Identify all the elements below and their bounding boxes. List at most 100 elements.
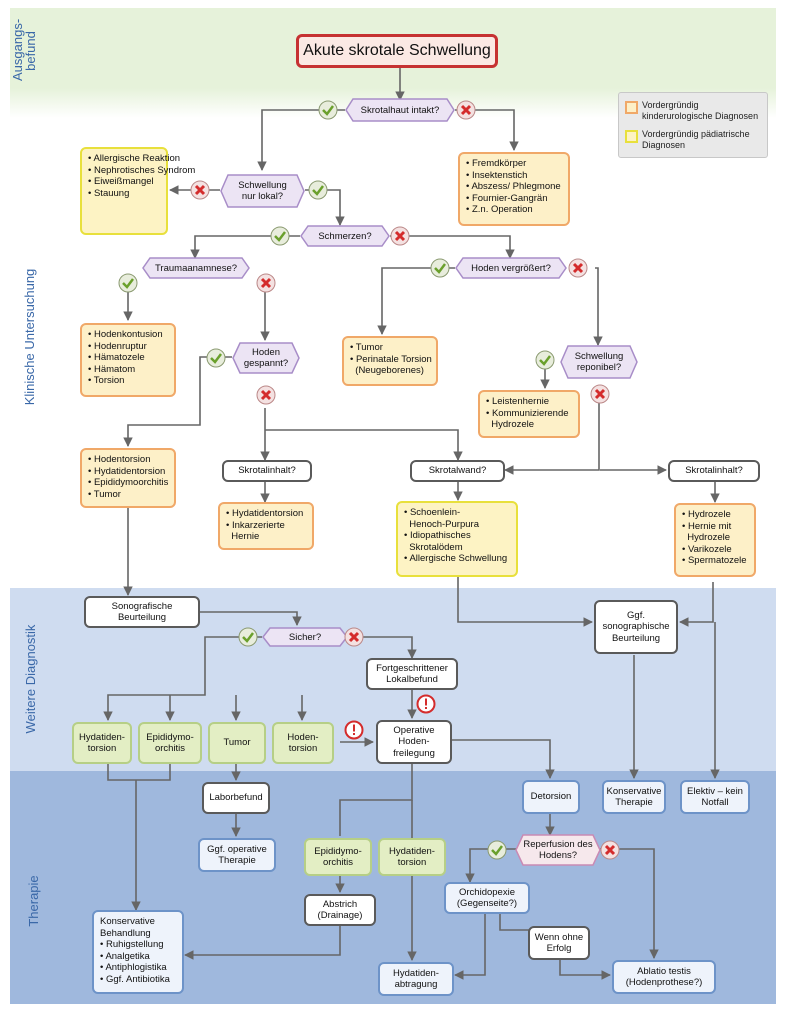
node-hydatidentorsion-liste: • Hydatidentorsion• Inkarzerierte Hernie (218, 502, 314, 550)
node-sonografische-beurteilung: Sonografische Beurteilung (84, 596, 200, 628)
node-wenn-ohne-erfolg: Wenn ohne Erfolg (528, 926, 590, 960)
node-therapie-hydatidentorsion: Hydatiden-torsion (378, 838, 446, 876)
node-hydatidenabtragung: Hydatiden-abtragung (378, 962, 454, 996)
list-item: • Nephrotisches Syndrom (88, 164, 196, 176)
list-item: • Varikozele (682, 543, 732, 555)
node-orchidopexie: Orchidopexie (Gegenseite?) (444, 882, 530, 914)
exclamation-icon (416, 694, 436, 714)
list-item: • Spermatozele (682, 555, 747, 566)
list-item: • Hodenruptur (88, 340, 147, 352)
check-icon (487, 840, 507, 860)
legend-yellow: Vordergründig pädiatrische Diagnosen (625, 129, 767, 151)
title-akute-skrotale-schwellung: Akute skrotale Schwellung (296, 34, 498, 68)
check-icon (238, 627, 258, 647)
cross-icon (190, 180, 210, 200)
list-item: • Analgetika (100, 950, 150, 962)
check-icon (430, 258, 450, 278)
cross-icon (256, 273, 276, 293)
node-ggf-operative-therapie: Ggf. operative Therapie (198, 838, 276, 872)
check-icon (118, 273, 138, 293)
node-ablatio-testis: Ablatio testis (Hodenprothese?) (612, 960, 716, 994)
list-item: • Stauung (88, 187, 130, 199)
node-elektiv: Elektiv – kein Notfall (680, 780, 750, 814)
list-item: • Hodenkontusion (88, 329, 163, 340)
list-item: Konservative (100, 916, 155, 927)
cross-icon (568, 258, 588, 278)
list-item: • Inkarzerierte (226, 519, 285, 531)
list-item: • Hydatidentorsion (88, 465, 166, 477)
list-item: • Epididymoorchitis (88, 477, 169, 488)
list-item: • Abszess/ Phlegmone (466, 181, 561, 192)
list-item: • Hämatozele (88, 352, 145, 363)
list-item: • Insektenstich (466, 169, 528, 181)
list-item: Skrotalödem (404, 541, 463, 553)
list-item: • Tumor (350, 342, 383, 353)
cross-icon (456, 100, 476, 120)
node-skrotalwand: Skrotalwand? (410, 460, 505, 482)
list-item: • Hämatom (88, 363, 136, 375)
question-schwellung-lokal: Schwellung nur lokal? (220, 174, 305, 208)
list-item: • Torsion (88, 375, 125, 386)
list-item: (Neugeborenes) (350, 365, 424, 376)
list-item: Hydrozele (682, 532, 731, 543)
legend-orange: Vordergründig kinderurologische Diagnose… (625, 100, 767, 122)
list-item: • Ruhigstellung (100, 939, 164, 950)
list-item: • Antiphlogistika (100, 962, 167, 973)
node-hodentorsion: Hoden-torsion (272, 722, 334, 764)
list-item: • Ggf. Antibiotika (100, 973, 170, 985)
cross-icon (590, 384, 610, 404)
list-item: • Leistenhernie (486, 396, 550, 407)
question-skrotalhaut: Skrotalhaut intakt? (345, 98, 455, 122)
question-hoden-gespannt: Hoden gespannt? (232, 342, 300, 374)
list-item: • Eiweißmangel (88, 176, 154, 187)
list-item: • Z.n. Operation (466, 204, 533, 215)
list-item: • Fremdkörper (466, 158, 527, 169)
list-item: • Allergische Schwellung (404, 553, 508, 564)
list-item: Henoch-Purpura (404, 518, 479, 530)
node-fremdkoerper: • Fremdkörper• Insektenstich• Abszess/ P… (458, 152, 570, 226)
node-epididymoorchitis: Epididymo-orchitis (138, 722, 202, 764)
node-skrotalinhalt-1: Skrotalinhalt? (222, 460, 312, 482)
list-item: • Allergische Reaktion (88, 153, 181, 164)
list-item: • Idiopathisches (404, 530, 471, 541)
list-item: • Hernie mit (682, 520, 732, 532)
node-abstrich: Abstrich (Drainage) (304, 894, 376, 926)
legend: Vordergründig kinderurologische Diagnose… (618, 92, 768, 158)
question-reperfusion: Reperfusion des Hodens? (515, 834, 601, 866)
exclamation-icon (344, 720, 364, 740)
list-item: • Hydrozele (682, 509, 731, 520)
list-item: Behandlung (100, 927, 151, 939)
list-item: • Hydatidentorsion (226, 508, 304, 519)
node-allergische-reaktion: • Allergische Reaktion• Nephrotisches Sy… (80, 147, 195, 235)
node-operative-hodenfreilegung: Operative Hoden-freilegung (376, 720, 452, 764)
list-item: • Schoenlein- (404, 507, 461, 518)
list-item: • Tumor (88, 488, 121, 500)
list-item: • Hodentorsion (88, 454, 151, 465)
check-icon (318, 100, 338, 120)
node-konservative-therapie: Konservative Therapie (602, 780, 666, 814)
node-laborbefund: Laborbefund (202, 782, 270, 814)
list-item: • Kommunizierende (486, 407, 569, 419)
list-item: Hernie (226, 531, 260, 542)
node-detorsion: Detorsion (522, 780, 580, 814)
node-schoenlein: • Schoenlein- Henoch-Purpura• Idiopathis… (396, 501, 518, 577)
list-item: • Fournier-Gangrän (466, 192, 548, 204)
check-icon (308, 180, 328, 200)
list-item: • Perinatale Torsion (350, 353, 432, 365)
node-fortgeschrittener-lokalbefund: Fortgeschrittener Lokalbefund (366, 658, 458, 690)
node-skrotalinhalt-2: Skrotalinhalt? (668, 460, 760, 482)
node-hydatidentorsion: Hydatiden-torsion (72, 722, 132, 764)
question-schmerzen: Schmerzen? (300, 225, 390, 247)
cross-icon (600, 840, 620, 860)
node-tumor-perinatal: • Tumor• Perinatale Torsion (Neugeborene… (342, 336, 438, 386)
question-sicher: Sicher? (262, 627, 348, 647)
node-hodentorsion-liste: • Hodentorsion• Hydatidentorsion• Epidid… (80, 448, 176, 508)
question-hoden-vergroessert: Hoden vergrößert? (455, 257, 567, 279)
cross-icon (390, 226, 410, 246)
node-tumor: Tumor (208, 722, 266, 764)
node-hydrozele-liste: • Hydrozele• Hernie mit Hydrozele• Varik… (674, 503, 756, 577)
node-leistenhernie: • Leistenhernie• Kommunizierende Hydroze… (478, 390, 580, 438)
node-therapie-epididymoorchitis: Epididymo-orchitis (304, 838, 372, 876)
question-traumaanamnese: Traumaanamnese? (142, 257, 250, 279)
